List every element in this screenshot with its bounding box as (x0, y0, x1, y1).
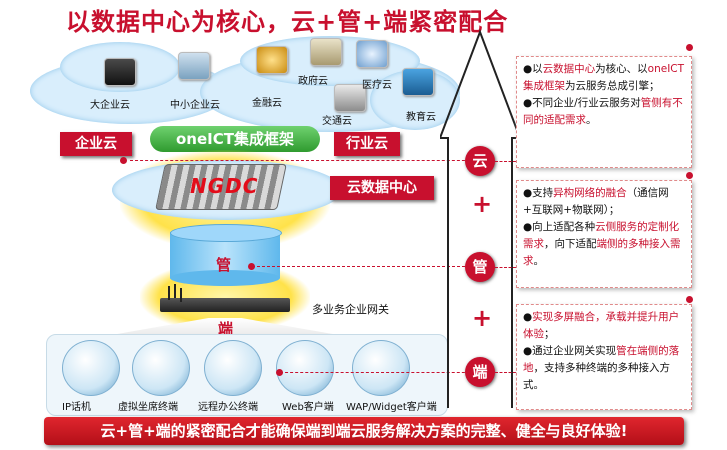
cloud-label-sme: 中小企业云 (170, 100, 220, 111)
panel-end: ●实现多屏融合，承载并提升用户体验； ●通过企业网关实现管在端侧的落地，支持多种… (516, 304, 692, 410)
plus-sign-1: + (472, 190, 493, 218)
cloud-label-transport: 交通云 (322, 116, 352, 127)
step-end-circle: 端 (465, 357, 495, 387)
terminal-ip-phone: IP话机 (62, 402, 91, 413)
terminal-wap-widget: WAP/Widget客户端 (346, 402, 437, 413)
plus-sign-2: + (472, 304, 493, 332)
education-computer-icon (402, 68, 434, 96)
cloud-label-large-enterprise: 大企业云 (90, 100, 130, 111)
step-pipe-circle: 管 (465, 252, 495, 282)
connector-pipe (252, 266, 480, 267)
wap-widget-client-icon (352, 340, 410, 396)
ip-phone-icon (62, 340, 120, 396)
ngdc-logo: NGDC (190, 174, 259, 198)
cloud-label-government: 政府云 (298, 76, 328, 87)
panel-cloud: ●以云数据中心为核心、以oneICT集成框架为云服务总成引擎； ●不同企业/行业… (516, 56, 692, 168)
oneict-framework-bar: oneICT集成框架 (150, 126, 320, 152)
gateway-label: 多业务企业网关 (312, 303, 389, 316)
cloud-label-education: 教育云 (406, 112, 436, 123)
terminal-label: 端 (218, 320, 234, 338)
pipe-label: 管 (216, 256, 232, 274)
virtual-agent-terminal-icon (132, 340, 190, 396)
industry-cloud-tag: 行业云 (334, 132, 400, 156)
medical-icon (356, 40, 388, 68)
transport-train-icon (334, 84, 366, 112)
antenna-icon (168, 286, 170, 300)
cloud-data-center-tag: 云数据中心 (330, 176, 434, 200)
finance-coins-icon (256, 46, 288, 74)
terminal-web-client: Web客户端 (282, 402, 334, 413)
cloud-label-finance: 金融云 (252, 98, 282, 109)
terminal-remote-office: 远程办公终端 (198, 402, 258, 413)
remote-office-terminal-icon (204, 340, 262, 396)
connector-cloud (130, 160, 480, 161)
step-cloud-circle: 云 (465, 146, 495, 176)
terminal-virtual-agent: 虚拟坐席终端 (118, 402, 178, 413)
enterprise-gateway-device (160, 298, 290, 312)
building-icon (104, 58, 136, 86)
web-client-icon (276, 340, 334, 396)
page-title: 以数据中心为核心，云+管+端紧密配合 (66, 8, 509, 36)
office-worker-icon (178, 52, 210, 80)
connector-end (280, 372, 480, 373)
up-arrow-outline (440, 29, 520, 408)
cloud-label-medical: 医疗云 (362, 80, 392, 91)
bottom-banner: 云+管+端的紧密配合才能确保端到端云服务解决方案的完整、健全与良好体验! (44, 417, 684, 445)
panel-pipe: ●支持异构网络的融合（通信网+互联网+物联网）； ●向上适配各种云侧服务的定制化… (516, 180, 692, 288)
government-icon (310, 38, 342, 66)
